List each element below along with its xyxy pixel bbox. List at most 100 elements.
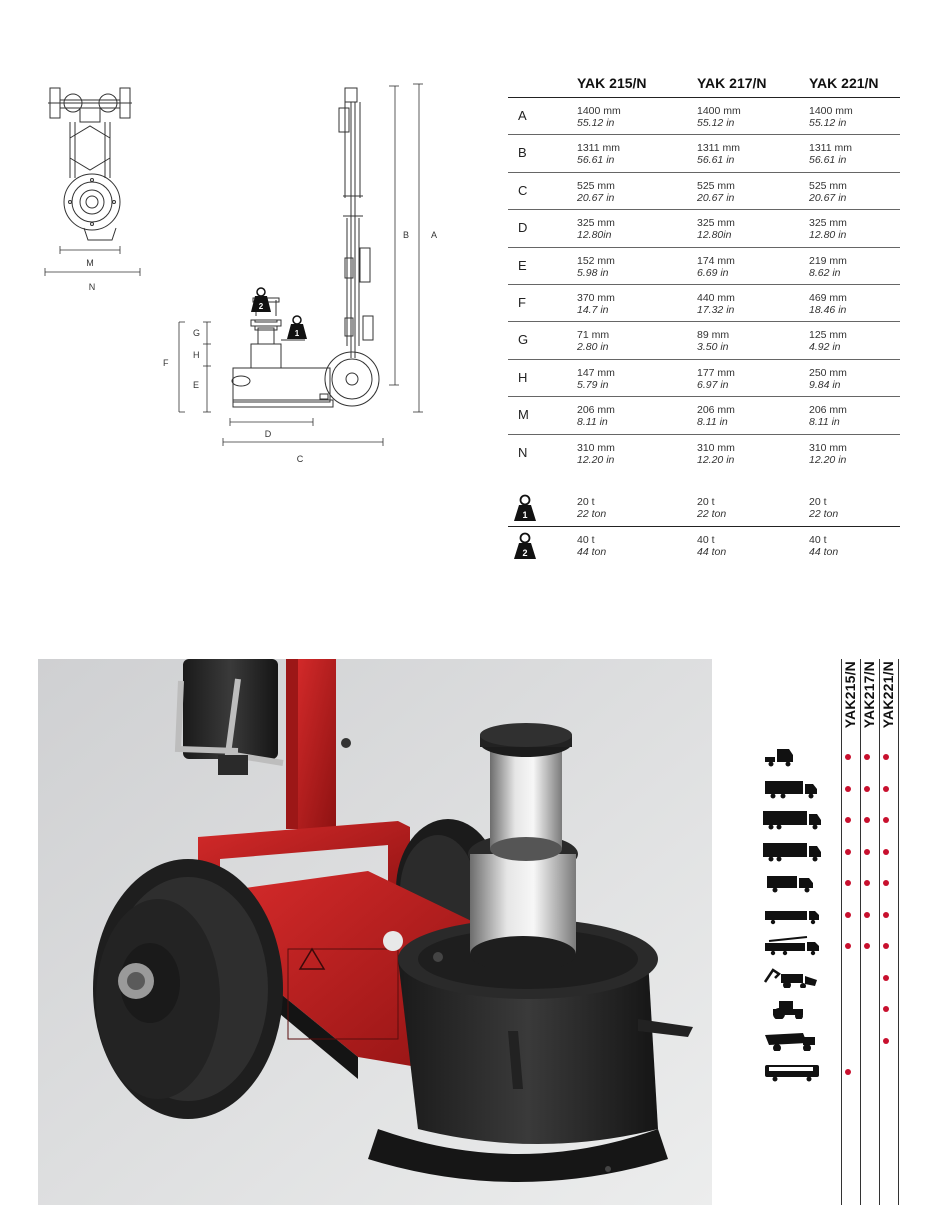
spec-value-imperial: 55.12 in — [577, 117, 615, 129]
load-value-tons: 44 ton — [577, 545, 607, 558]
load-value-tons: 44 ton — [697, 545, 727, 558]
spec-value-metric: 325 mm — [697, 217, 735, 230]
application-dot — [845, 754, 851, 760]
spec-value-imperial: 20.67 in — [697, 191, 735, 204]
model-label-yak215: YAK215/N — [842, 661, 858, 729]
dim-label-d: D — [265, 429, 272, 439]
load-value-tonnes: 40 t — [697, 533, 715, 546]
tractor-icon — [773, 1001, 803, 1019]
spec-value-metric: 206 mm — [697, 404, 735, 417]
delivery-truck-icon — [767, 876, 813, 893]
spec-value-imperial: 5.79 in — [577, 378, 609, 391]
header-yak-221: YAK 221/N — [809, 75, 879, 91]
spec-value-metric: 177 mm — [697, 366, 735, 379]
spec-value-metric: 250 mm — [809, 366, 847, 379]
spec-row-label: E — [518, 257, 527, 273]
spec-value-imperial: 55.12 in — [697, 117, 735, 129]
load-value-tons: 44 ton — [809, 545, 839, 558]
front-view-svg: M N — [44, 87, 141, 292]
application-dot — [883, 817, 889, 823]
spec-value-metric: 325 mm — [809, 217, 847, 230]
spec-value-imperial: 20.67 in — [577, 191, 615, 204]
stage-one-badge: 1 — [295, 329, 300, 338]
application-dot — [883, 943, 889, 949]
application-dot — [883, 848, 889, 855]
spec-value-imperial: 12.20 in — [809, 453, 847, 466]
vehicle-application-chart: YAK215/N YAK217/N YAK221/N — [755, 659, 905, 1205]
spec-value-metric: 147 mm — [577, 366, 615, 379]
spec-value-imperial: 5.98 in — [577, 266, 609, 279]
spec-value-imperial: 9.84 in — [809, 378, 841, 391]
application-dot — [845, 785, 851, 792]
spec-value-imperial: 6.69 in — [697, 266, 729, 279]
header-yak-215: YAK 215/N — [577, 75, 647, 91]
dim-label-a: A — [431, 230, 437, 240]
application-dot — [864, 943, 870, 949]
spec-row-label: M — [518, 407, 529, 423]
dim-label-b: B — [403, 230, 409, 240]
bus-icon — [765, 1065, 819, 1082]
load-value-tonnes: 20 t — [809, 496, 827, 508]
backhoe-loader-icon — [763, 967, 817, 988]
application-dot — [845, 848, 851, 855]
spec-row-label: D — [518, 220, 528, 236]
spec-row-label: N — [518, 444, 528, 460]
application-dot — [845, 1069, 851, 1075]
spec-value-imperial: 12.80in — [697, 229, 732, 242]
header-yak-217: YAK 217/N — [697, 75, 767, 91]
spec-value-imperial: 3.50 in — [697, 341, 729, 354]
stage-one-weight-icon: 1 — [287, 315, 307, 339]
spec-value-metric: 1311 mm — [697, 142, 740, 155]
application-dot — [864, 785, 870, 792]
spec-value-imperial: 12.80 in — [809, 229, 847, 242]
spec-value-imperial: 14.7 in — [577, 303, 609, 316]
spec-value-imperial: 8.11 in — [697, 416, 728, 429]
product-photo — [38, 659, 712, 1205]
stage-two-badge: 2 — [259, 302, 264, 311]
spec-value-imperial: 8.11 in — [577, 416, 608, 429]
spec-value-metric: 1400 mm — [697, 105, 741, 117]
load-value-tonnes: 40 t — [577, 533, 595, 546]
weight-badge: 1 — [522, 510, 527, 520]
spec-value-imperial: 6.97 in — [697, 378, 729, 391]
spec-value-imperial: 12.20 in — [697, 453, 735, 466]
fire-truck-icon — [765, 936, 819, 956]
load-value-tons: 22 ton — [809, 508, 839, 520]
spec-value-metric: 1400 mm — [809, 105, 853, 117]
model-label-yak217: YAK217/N — [861, 661, 877, 729]
spec-value-metric: 310 mm — [809, 441, 847, 454]
column-line-2 — [860, 659, 861, 1205]
spec-value-metric: 310 mm — [697, 441, 735, 454]
application-dot — [883, 754, 889, 760]
spec-value-metric: 1400 mm — [577, 105, 621, 117]
spec-value-imperial: 4.92 in — [809, 341, 841, 354]
jack-illustration — [38, 659, 712, 1205]
spec-value-metric: 1311 mm — [809, 142, 852, 155]
spec-value-metric: 440 mm — [697, 291, 735, 304]
spec-value-metric: 310 mm — [577, 441, 615, 454]
